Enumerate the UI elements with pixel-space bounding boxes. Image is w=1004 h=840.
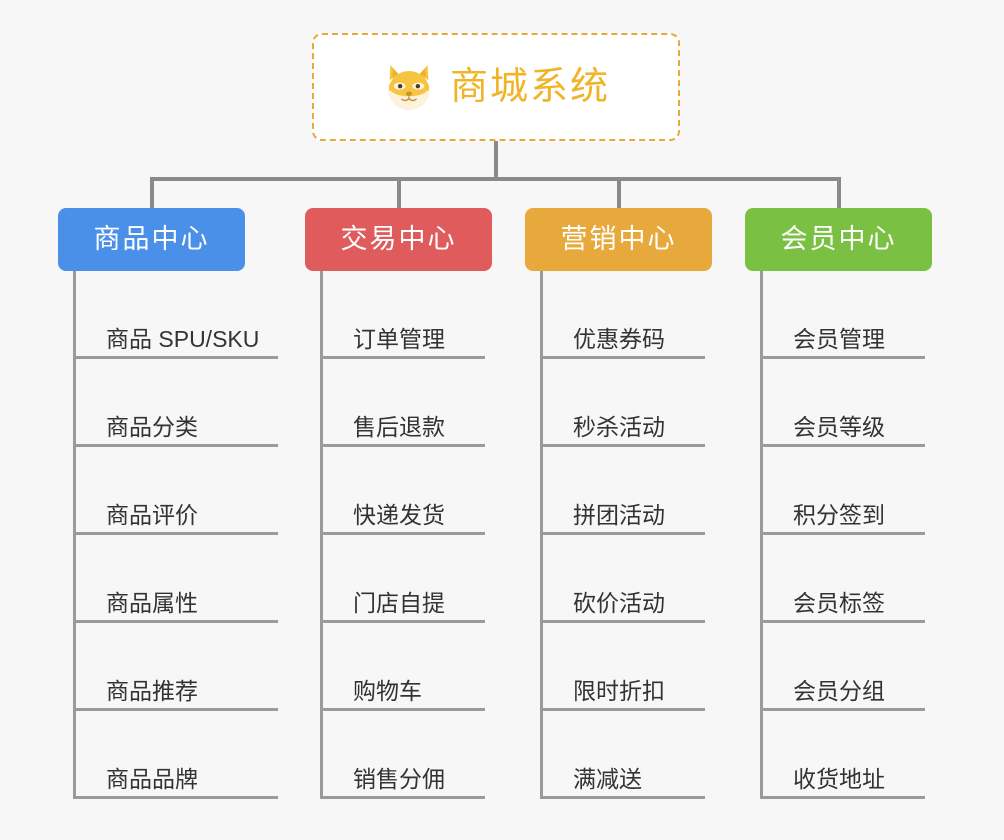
leaf-item-label: 满减送 <box>573 765 642 792</box>
leaf-branch-member-center: 会员管理会员等级积分签到会员标签会员分组收货地址 <box>760 271 925 799</box>
branch-trunk <box>320 271 323 799</box>
leaf-item[interactable]: 商品分类 <box>73 359 278 447</box>
leaf-branch-marketing-center: 优惠券码秒杀活动拼团活动砍价活动限时折扣满减送 <box>540 271 705 799</box>
branch-drop-connector-trade-center <box>396 177 401 210</box>
leaf-item-label: 会员管理 <box>793 325 885 352</box>
leaf-item[interactable]: 销售分佣 <box>320 711 485 799</box>
branch-trunk <box>760 271 763 799</box>
leaf-item-label: 优惠券码 <box>573 325 665 352</box>
branch-trunk <box>540 271 543 799</box>
leaf-item-label: 拼团活动 <box>573 501 665 528</box>
leaf-item[interactable]: 商品 SPU/SKU <box>73 271 278 359</box>
horizontal-bus-connector <box>151 177 839 181</box>
leaf-item-label: 商品评价 <box>106 501 198 528</box>
leaf-branch-product-center: 商品 SPU/SKU 商品分类商品评价商品属性商品推荐商品品牌 <box>73 271 278 799</box>
leaf-item-label: 快递发货 <box>353 501 445 528</box>
leaf-item-label: 订单管理 <box>353 325 445 352</box>
leaf-item-label: 积分签到 <box>793 501 885 528</box>
leaf-item-label: 售后退款 <box>353 413 445 440</box>
leaf-item[interactable]: 门店自提 <box>320 535 485 623</box>
leaf-item[interactable]: 售后退款 <box>320 359 485 447</box>
leaf-item[interactable]: 限时折扣 <box>540 623 705 711</box>
branch-drop-connector-member-center <box>836 177 841 210</box>
category-box-trade-center[interactable]: 交易中心 <box>305 208 492 271</box>
category-box-member-center[interactable]: 会员中心 <box>745 208 932 271</box>
leaf-item[interactable]: 购物车 <box>320 623 485 711</box>
category-box-product-center[interactable]: 商品中心 <box>58 208 245 271</box>
leaf-item-label: 商品分类 <box>106 413 198 440</box>
leaf-branch-trade-center: 订单管理售后退款快递发货门店自提购物车销售分佣 <box>320 271 485 799</box>
category-label: 营销中心 <box>560 224 677 254</box>
leaf-item-label: 商品 SPU/SKU <box>106 325 260 352</box>
shiba-dog-icon <box>388 65 430 110</box>
leaf-item[interactable]: 商品推荐 <box>73 623 278 711</box>
leaf-item-label: 秒杀活动 <box>573 413 665 440</box>
leaf-item-label: 会员分组 <box>793 677 885 704</box>
leaf-item-label: 会员等级 <box>793 413 885 440</box>
leaf-item[interactable]: 拼团活动 <box>540 447 705 535</box>
leaf-item-label: 商品品牌 <box>106 765 198 792</box>
leaf-item[interactable]: 砍价活动 <box>540 535 705 623</box>
category-box-marketing-center[interactable]: 营销中心 <box>525 208 712 271</box>
leaf-item[interactable]: 会员等级 <box>760 359 925 447</box>
leaf-item-label: 购物车 <box>353 677 422 704</box>
leaf-item[interactable]: 秒杀活动 <box>540 359 705 447</box>
leaf-item[interactable]: 商品评价 <box>73 447 278 535</box>
leaf-item[interactable]: 快递发货 <box>320 447 485 535</box>
branch-drop-connector-marketing-center <box>616 177 621 210</box>
category-label: 商品中心 <box>93 224 210 254</box>
root-node[interactable]: 商城系统 <box>312 33 680 141</box>
leaf-item-label: 销售分佣 <box>353 765 445 792</box>
leaf-item[interactable]: 满减送 <box>540 711 705 799</box>
leaf-item[interactable]: 积分签到 <box>760 447 925 535</box>
leaf-item[interactable]: 会员标签 <box>760 535 925 623</box>
leaf-item[interactable]: 商品属性 <box>73 535 278 623</box>
leaf-item[interactable]: 优惠券码 <box>540 271 705 359</box>
leaf-item[interactable]: 商品品牌 <box>73 711 278 799</box>
root-stem-connector <box>494 141 498 179</box>
leaf-item[interactable]: 收货地址 <box>760 711 925 799</box>
leaf-item-label: 门店自提 <box>353 589 445 616</box>
leaf-item-label: 商品推荐 <box>106 677 198 704</box>
leaf-item-label: 收货地址 <box>793 765 885 792</box>
branch-trunk <box>73 271 76 799</box>
category-label: 交易中心 <box>340 224 457 254</box>
leaf-item-label: 会员标签 <box>793 589 885 616</box>
category-label: 会员中心 <box>780 224 897 254</box>
leaf-item[interactable]: 会员管理 <box>760 271 925 359</box>
leaf-item-label: 砍价活动 <box>573 589 665 616</box>
leaf-item[interactable]: 会员分组 <box>760 623 925 711</box>
leaf-item-label: 商品属性 <box>106 589 198 616</box>
branch-drop-connector-product-center <box>149 177 154 210</box>
leaf-item-label: 限时折扣 <box>573 677 665 704</box>
leaf-item[interactable]: 订单管理 <box>320 271 485 359</box>
root-title: 商城系统 <box>449 66 610 108</box>
